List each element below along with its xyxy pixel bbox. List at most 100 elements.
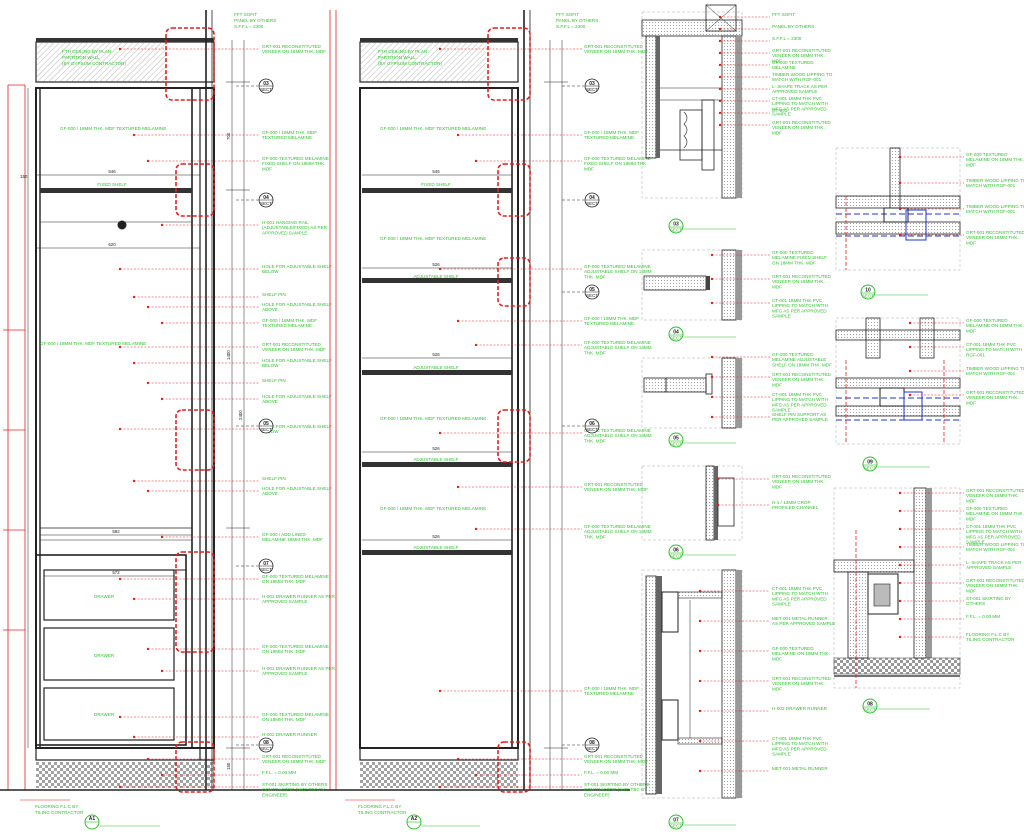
a2-shelf-label-3: ADJUSTABLE SHELF <box>413 457 459 462</box>
a1-callout-08-sub: SECT <box>260 746 272 751</box>
a2-note-3-text: GF-000 TEXTURED MELAMINE <box>584 156 651 161</box>
a1-drawer-3 <box>43 687 175 741</box>
a2-bulkhead-note-1: FTH CEILING BY PLAN <box>378 49 427 54</box>
a1-note-25-text: ENGINEER) <box>262 792 288 797</box>
a2-shelf-dim-4: 526 <box>432 534 440 539</box>
detail-04-note-2-text: VENEER ON 18MM THK. <box>772 279 825 284</box>
a2-fixed-shelf-label: FIXED SHELF <box>421 182 451 187</box>
a1-note-18-text: APPROVED SAMPLE <box>262 599 307 604</box>
detail-08-note-2-text: MDF <box>966 516 976 521</box>
detail-10 <box>835 147 961 271</box>
a1-note-17-text: GF-000 TEXTURED MELAMINE <box>262 574 329 579</box>
a1-note-11-text: SHELF PIN <box>262 378 286 383</box>
detail-05-title-num: 05 <box>673 436 679 442</box>
detail-10-note-3-text: TIMBER WOOD LIPPING TO <box>966 204 1024 209</box>
a2-floor-note-1: FLOORING F.L.C BY <box>358 804 401 809</box>
a1-note-23-text: VENEER ON 18MM THK. MDF <box>262 759 326 764</box>
svg-text:FFT SOFIT: FFT SOFIT <box>234 12 257 17</box>
a1-note-18-text: H-002 DRAWER RUNNER AS PER <box>262 594 336 599</box>
detail-08-note-9-text: TILING CONTRACTOR <box>966 637 1015 642</box>
detail-10-title-sub: SECT <box>862 294 874 299</box>
detail-08-note-3-text: LIPPING TO MATCH WITH <box>966 529 1022 534</box>
detail-07-note-4-text: MDF <box>772 686 782 691</box>
a1-dim-h3: 2400 <box>238 410 243 420</box>
a1-note-7-text: ABOVE <box>262 307 278 312</box>
a1-callout-07-num: 07 <box>263 561 269 567</box>
detail-10-note-2-text: MATCH WITH RGF-001 <box>966 183 1016 188</box>
a2-shelf-dim-1: 526 <box>432 262 440 267</box>
detail-08-note-4-text: MATCH WITH RGF-001 <box>966 547 1016 552</box>
a2-floor-note-2: TILING CONTRACTOR <box>358 810 407 815</box>
a1-note-22-text: H-002 DRAWER RUNNER <box>262 732 318 737</box>
detail-06-title-num: 06 <box>673 548 679 554</box>
a2-note-4-text: THK. MDF <box>584 274 606 279</box>
detail-07-note-4-text: VENEER ON 18MM THK. <box>772 681 825 686</box>
a2-note-6-text: GF-000 TEXTURED MELAMINE <box>584 340 651 345</box>
detail-08-note-4-text: TIMBER WOOD LIPPING TO <box>966 542 1024 547</box>
a1-note-14-text: SHELF PIN <box>262 476 286 481</box>
a1-note-10-text: HOLE FOR ADJUSTABLE SHELF <box>262 358 332 363</box>
detail-04 <box>641 249 743 321</box>
detail-08-note-3-text: SAMPLE <box>966 540 985 545</box>
a1-note-2-text: TEXTURED MELAMINE <box>262 135 312 140</box>
detail-07-note-1-text: SAMPLE <box>772 602 791 607</box>
detail-07-note-3-text: GF-000 TEXTURED <box>772 646 814 651</box>
detail-09-note-2-text: CT-001 18MM THK PVC <box>966 342 1017 347</box>
a2-note-11-text: VENEER ON 18MM THK. MDF <box>584 759 648 764</box>
a2-note-12: F.F.L. = 0.00 MM <box>474 770 618 777</box>
detail-05-note-2-text: GRT-001 RECONSTITUTED <box>772 372 832 377</box>
a2-note-13-text: CONTRACTOR (SIZE TBC BY <box>584 787 647 792</box>
a2-callout-04-sub: SECT <box>586 201 598 206</box>
a2-note-7-text: GF-000 TEXTURED MELAMINE <box>584 428 651 433</box>
a1-note-16-text: GF-000 / ADD LINED <box>262 532 306 537</box>
detail-08-title-sub: SECT <box>864 708 876 713</box>
a1-note-4-text: H-001 HANGING RAIL <box>262 220 309 225</box>
a1-note-19-text: GF-000 TEXTURED MELAMINE <box>262 644 329 649</box>
a2-callout-clouds <box>487 27 531 793</box>
detail-05-note-3-text: MFG AS PER APPROVED <box>772 402 827 407</box>
a2-note-4-text: GF-000 TEXTURED MELAMINE <box>584 264 651 269</box>
a1-title-tag: A1 <box>89 816 96 822</box>
a1-dim-546: 546 <box>108 169 116 174</box>
detail-03-note-6-text: TIMBER WOOD LIPPING TO <box>772 72 833 77</box>
detail-06-note-1-text: VENEER ON 18MM THK. <box>772 479 825 484</box>
a1-dim-drawer-w: 572 <box>112 570 120 575</box>
a1-note-6: SHELF PIN <box>132 292 286 299</box>
detail-08-note-3-text: CT-001 18MM THK PVC <box>966 524 1017 529</box>
detail-06-title-sub: SECT <box>670 554 682 559</box>
a2-callout-05-num: 05 <box>589 287 595 293</box>
detail-07-note-2-text: AS PER APPROVED SAMPLE <box>772 621 835 626</box>
a1-note-3-text: MDF <box>262 166 272 171</box>
a2-left-note-4: GF-000 / 18MM THK. MDF TEXTURED MELAMINE <box>380 506 486 511</box>
a1-note-24: F.F.L. = 0.00 MM <box>160 770 296 777</box>
